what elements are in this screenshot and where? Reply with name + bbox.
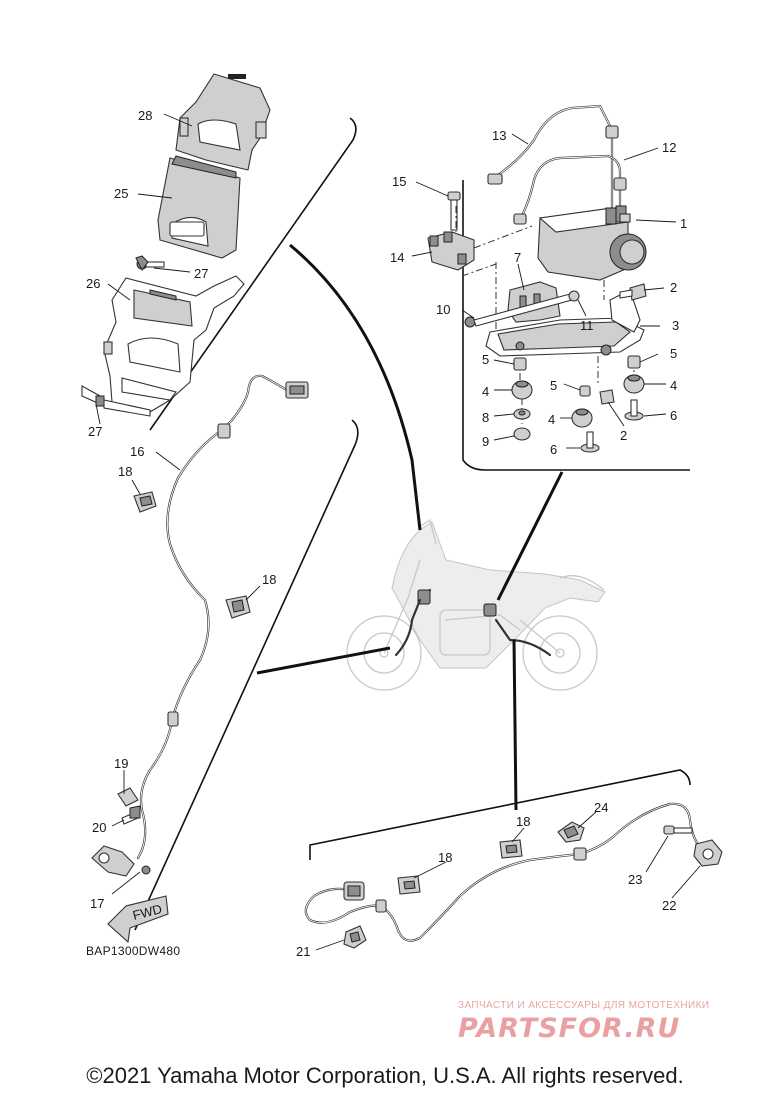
collar-11 — [568, 290, 580, 302]
bolt-2-lower — [599, 389, 615, 405]
callout-22: 22 — [662, 898, 676, 913]
bracket-3 — [485, 289, 645, 357]
ecu-group-frame — [149, 117, 357, 431]
damper-4-right — [623, 374, 645, 394]
callout-numbers: 28 25 27 26 27 16 18 18 19 20 17 13 12 1… — [86, 108, 687, 959]
union-block-14 — [427, 231, 475, 271]
front-wheel-sensor-17 — [91, 845, 151, 877]
callout-4-right: 4 — [670, 378, 677, 393]
watermark: ЗАПЧАСТИ И АКСЕССУАРЫ ДЛЯ МОТОТЕХНИКИ PA… — [458, 1000, 754, 1044]
callout-15: 15 — [392, 174, 406, 189]
callout-11: 11 — [580, 318, 594, 333]
callout-2-lower: 2 — [620, 428, 627, 443]
bolt-15 — [447, 191, 461, 231]
callout-5-right: 5 — [670, 346, 677, 361]
fwd-label: FWD — [131, 901, 163, 923]
callout-13: 13 — [492, 128, 506, 143]
callout-3: 3 — [672, 318, 679, 333]
guide-lines — [256, 243, 564, 811]
clamp-24 — [557, 821, 585, 843]
bolt-2-upper — [619, 283, 647, 301]
damper-4-left — [511, 380, 533, 400]
callout-1: 1 — [680, 216, 687, 231]
bolt-27-lower — [81, 385, 151, 417]
grommet-18-upper — [133, 491, 157, 513]
bolt-6-right — [624, 399, 644, 421]
ecu-cover-28 — [175, 73, 271, 171]
callout-6-right: 6 — [670, 408, 677, 423]
rear-sensor-lead — [304, 802, 723, 949]
abs-group-frame — [462, 180, 690, 471]
callout-10: 10 — [436, 302, 450, 317]
watermark-logo: PARTSFOR.RU — [458, 1013, 681, 1044]
damper-4-center — [571, 408, 593, 428]
callout-7: 7 — [514, 250, 521, 265]
callout-leaders — [95, 113, 701, 951]
ecu-unit-25 — [157, 155, 241, 259]
group-frames — [134, 117, 691, 931]
callout-18-upper: 18 — [118, 464, 132, 479]
bolt-6-center — [580, 431, 600, 453]
bolt-27-upper — [135, 255, 165, 271]
bolt-23 — [663, 825, 693, 835]
collar-8 — [513, 408, 531, 420]
front-sensor-lead-16 — [91, 374, 309, 877]
callout-18-lower: 18 — [262, 572, 276, 587]
callout-8: 8 — [482, 410, 489, 425]
callout-9: 9 — [482, 434, 489, 449]
grommet-18-rear-upper — [499, 839, 523, 859]
grommet-18-rear-lower — [397, 875, 421, 895]
clamp-19 — [117, 787, 139, 807]
callout-25: 25 — [114, 186, 128, 201]
abs-hydraulic-unit-1 — [537, 205, 647, 281]
brake-pipe-12 — [513, 154, 627, 225]
callout-23: 23 — [628, 872, 642, 887]
callout-19: 19 — [114, 756, 128, 771]
clamp-21 — [343, 925, 367, 949]
collar-5-center — [579, 385, 591, 397]
callout-24: 24 — [594, 800, 608, 815]
callout-18-rear-lower: 18 — [438, 850, 452, 865]
callout-18-rear-upper: 18 — [516, 814, 530, 829]
ecu-holder-26 — [103, 275, 245, 413]
callout-28: 28 — [138, 108, 152, 123]
callout-12: 12 — [662, 140, 676, 155]
rear-sensor-frame — [309, 769, 691, 860]
ecu-stack — [81, 73, 271, 417]
callout-6-center: 6 — [550, 442, 557, 457]
collar-5-right — [627, 355, 641, 369]
callout-5-center: 5 — [550, 378, 557, 393]
bolt-20 — [121, 805, 141, 825]
callout-26: 26 — [86, 276, 100, 291]
motorcycle-silhouette — [346, 518, 606, 691]
brake-pipe-13 — [487, 104, 619, 216]
callout-14: 14 — [390, 250, 404, 265]
grommet-18-lower — [225, 595, 251, 619]
watermark-caption: ЗАПЧАСТИ И АКСЕССУАРЫ ДЛЯ МОТОТЕХНИКИ — [458, 1000, 710, 1011]
callout-17: 17 — [90, 896, 104, 911]
fwd-arrow-icon: FWD — [107, 895, 169, 944]
callout-4-left: 4 — [482, 384, 489, 399]
callout-5-left: 5 — [482, 352, 489, 367]
callout-27-upper: 27 — [194, 266, 208, 281]
abs-group — [427, 104, 647, 453]
front-sensor-frame — [134, 419, 359, 931]
nut-9 — [513, 427, 531, 441]
callout-20: 20 — [92, 820, 106, 835]
rear-wheel-sensor-22 — [693, 839, 723, 867]
copyright-notice: ©2021 Yamaha Motor Corporation, U.S.A. A… — [86, 1063, 684, 1088]
callout-27-lower: 27 — [88, 424, 102, 439]
callout-16: 16 — [130, 444, 144, 459]
diagram-code: BAP1300DW480 — [86, 944, 181, 958]
callout-4-center: 4 — [548, 412, 555, 427]
collar-5-left — [513, 357, 527, 371]
callout-2-upper: 2 — [670, 280, 677, 295]
callout-21: 21 — [296, 944, 310, 959]
